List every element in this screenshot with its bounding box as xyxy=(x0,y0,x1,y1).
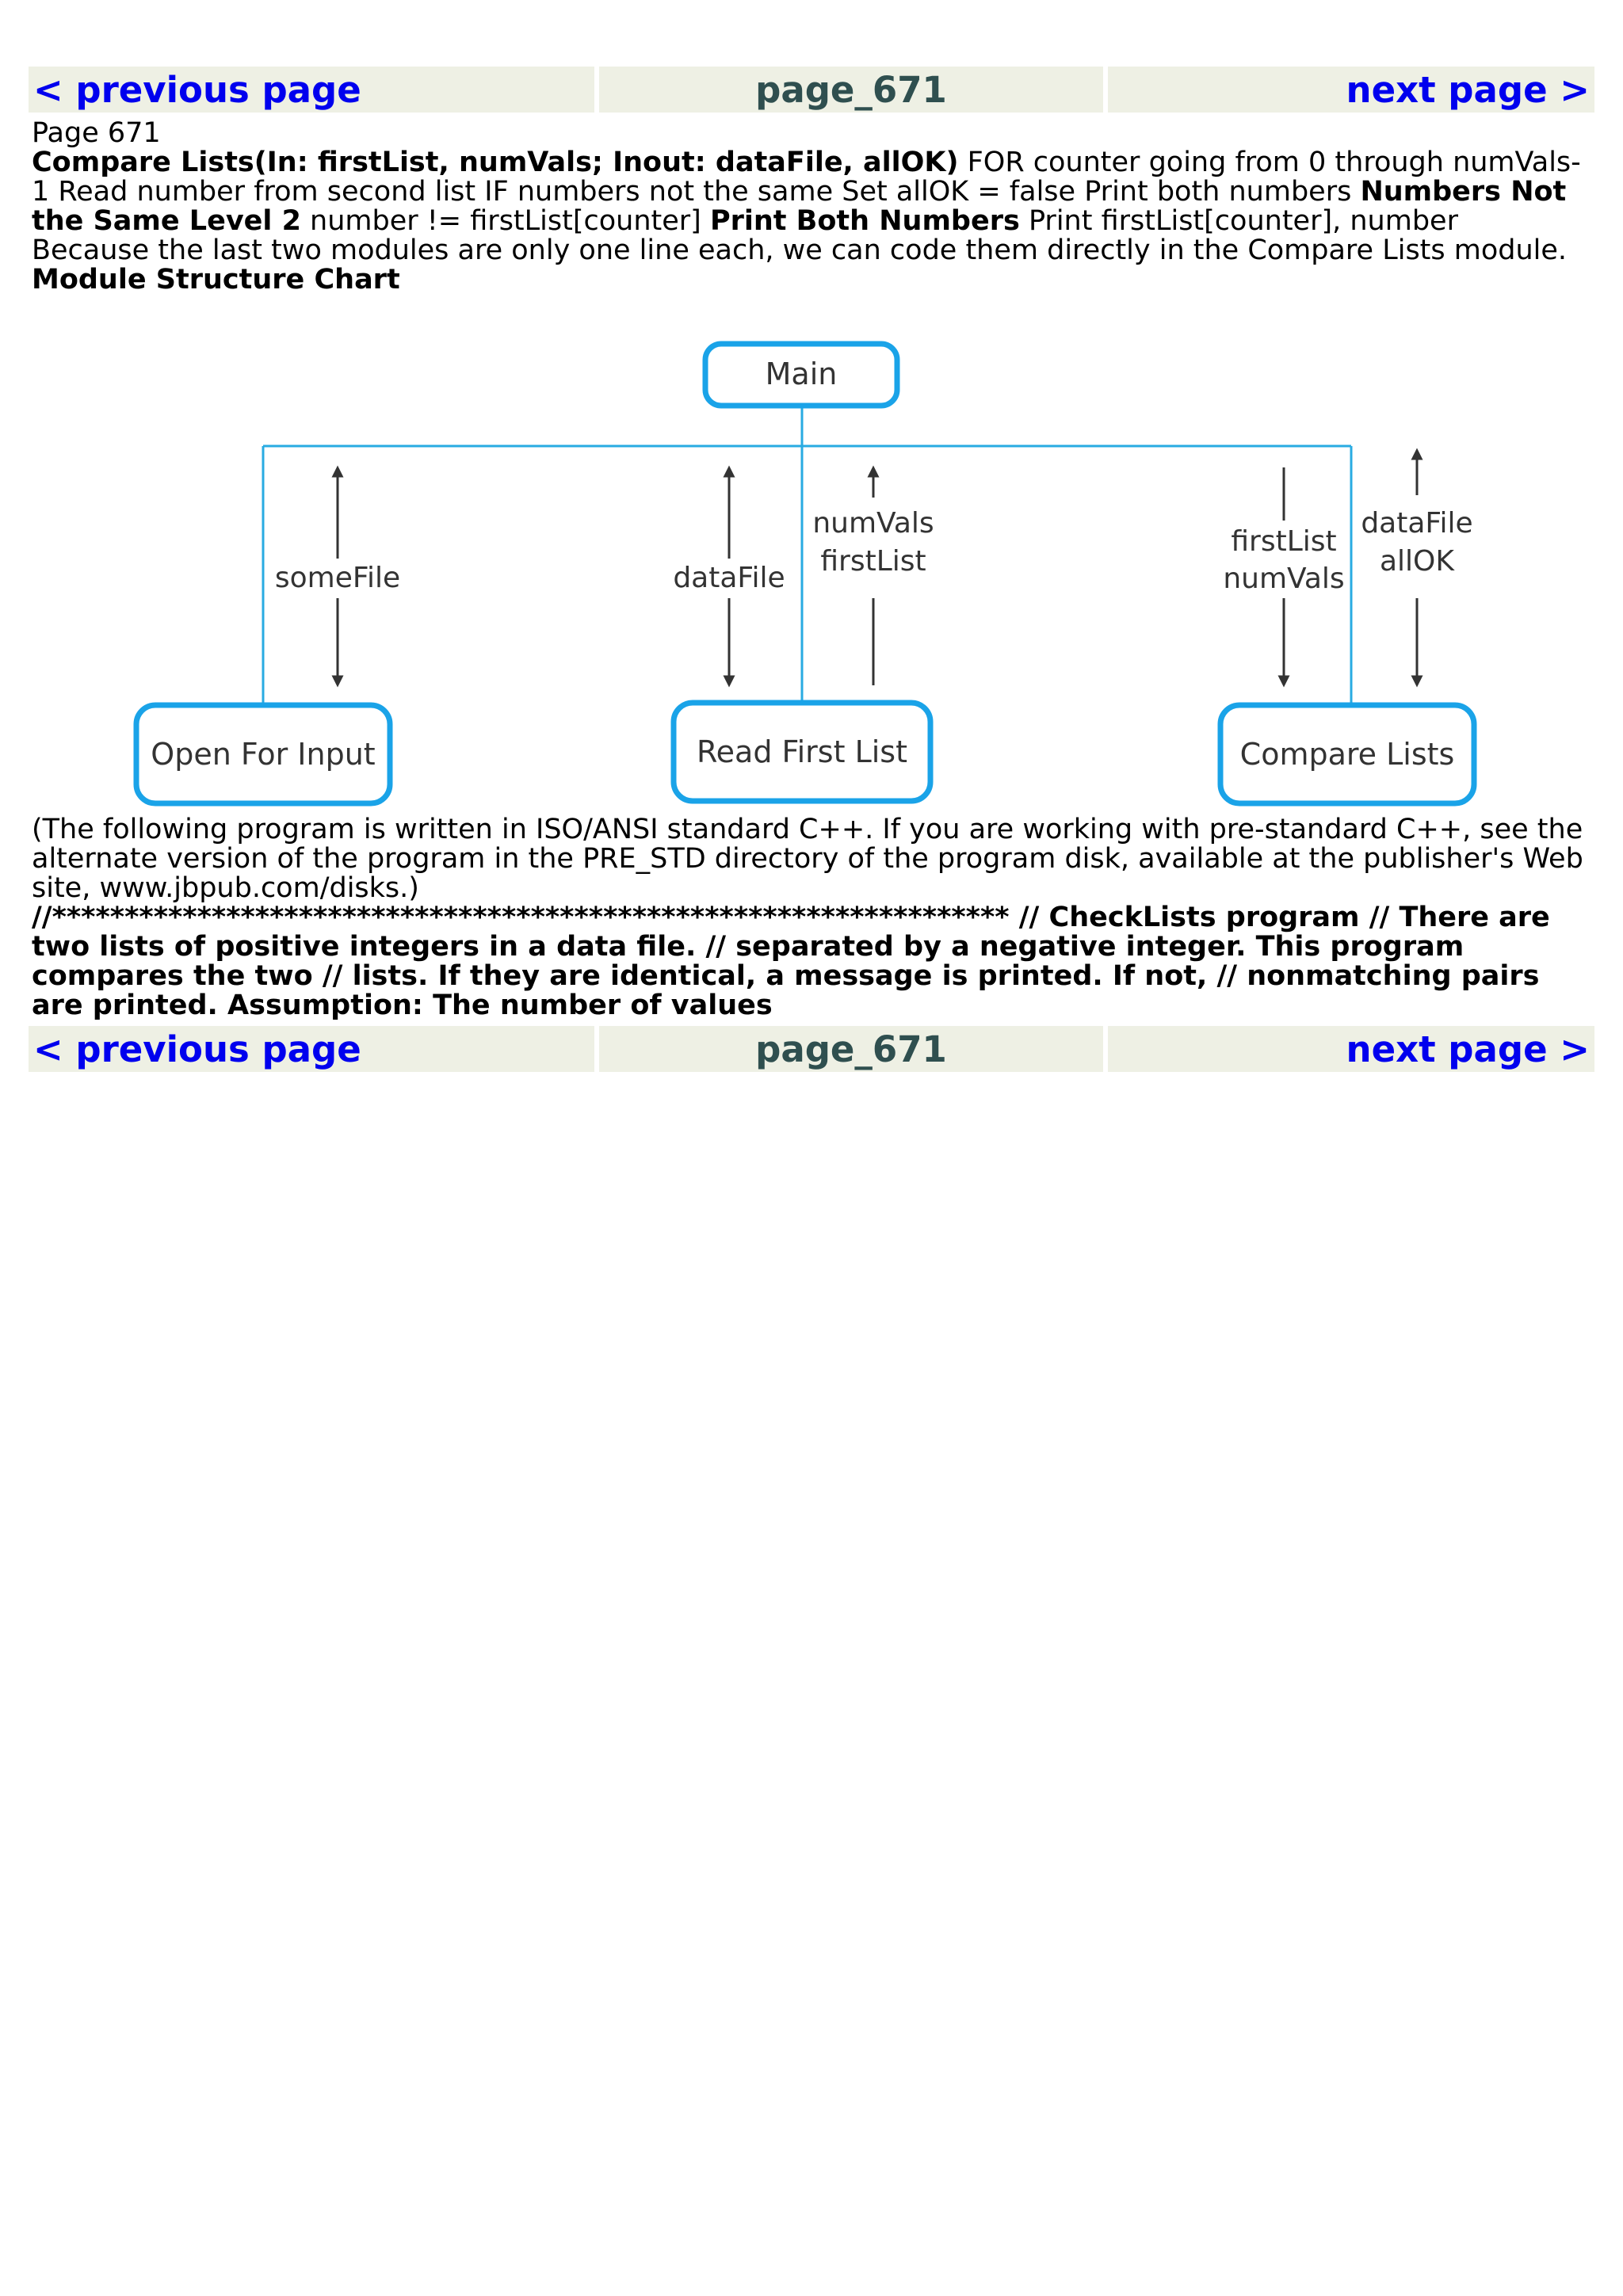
next-page-cell-bottom: next page > xyxy=(1108,1026,1594,1072)
page-content-top: Page 671 Compare Lists(In: firstList, nu… xyxy=(32,119,1594,295)
read-first-list-label: Read First List xyxy=(697,734,907,769)
compare-lists-box: Compare Lists xyxy=(1217,702,1477,807)
compare-lists-paragraph: Compare Lists(In: firstList, numVals; In… xyxy=(32,148,1594,236)
main-module-box: Main xyxy=(702,341,900,409)
page-id-label: page_671 xyxy=(755,68,947,111)
module-structure-chart-heading: Module Structure Chart xyxy=(32,264,400,296)
previous-page-cell-bottom: < previous page xyxy=(29,1026,594,1072)
page-id-cell: page_671 xyxy=(599,67,1103,113)
numvals-label: numVals xyxy=(812,507,934,540)
next-page-cell: next page > xyxy=(1108,67,1594,113)
open-for-input-label: Open For Input xyxy=(151,737,375,772)
next-page-link-bottom[interactable]: next page > xyxy=(1346,1028,1590,1070)
connector-lines xyxy=(262,406,1353,705)
compare-datafile-label: dataFile xyxy=(1361,507,1472,540)
numbers-not-same-heading: Numbers Not the Same Level 2 xyxy=(32,176,1567,237)
compare-lists-label: Compare Lists xyxy=(1240,737,1455,772)
compare-numvals-label: numVals xyxy=(1223,563,1344,595)
datafile-label: dataFile xyxy=(673,562,785,594)
print-both-body: Print firstList[counter], number xyxy=(1019,205,1458,237)
compare-firstlist-label: firstList xyxy=(1231,525,1336,558)
print-both-heading: Print Both Numbers xyxy=(709,205,1020,237)
read-first-list-box: Read First List xyxy=(670,700,934,804)
module-structure-diagram: Main Open For Input Read First List Comp… xyxy=(133,341,1477,807)
somefile-label: someFile xyxy=(275,562,400,594)
following-note: (The following program is written in ISO… xyxy=(32,814,1583,904)
next-page-link[interactable]: next page > xyxy=(1346,68,1590,111)
because-paragraph: Because the last two modules are only on… xyxy=(32,235,1568,266)
previous-page-cell: < previous page xyxy=(29,67,594,113)
previous-page-link[interactable]: < previous page xyxy=(33,68,361,111)
main-module-label: Main xyxy=(766,357,838,391)
compare-lists-heading: Compare Lists(In: firstList, numVals; In… xyxy=(32,147,959,178)
top-navigation-bar: < previous page page_671 next page > xyxy=(29,67,1594,113)
page-id-cell-bottom: page_671 xyxy=(599,1026,1103,1072)
previous-page-link-bottom[interactable]: < previous page xyxy=(33,1028,361,1070)
firstlist-label: firstList xyxy=(820,545,926,578)
compare-lists-body: FOR counter going from 0 through numVals… xyxy=(32,147,1581,208)
open-for-input-box: Open For Input xyxy=(133,702,393,807)
page-content-bottom: (The following program is written in ISO… xyxy=(32,815,1594,1020)
compare-allok-label: allOK xyxy=(1380,545,1455,578)
numbers-not-same-body: number != firstList[counter] xyxy=(300,205,710,237)
page-id-label-bottom: page_671 xyxy=(755,1028,947,1070)
code-comment: //**************************************… xyxy=(32,902,1550,1021)
page-number: Page 671 xyxy=(32,117,161,149)
bottom-navigation-bar: < previous page page_671 next page > xyxy=(29,1026,1594,1072)
